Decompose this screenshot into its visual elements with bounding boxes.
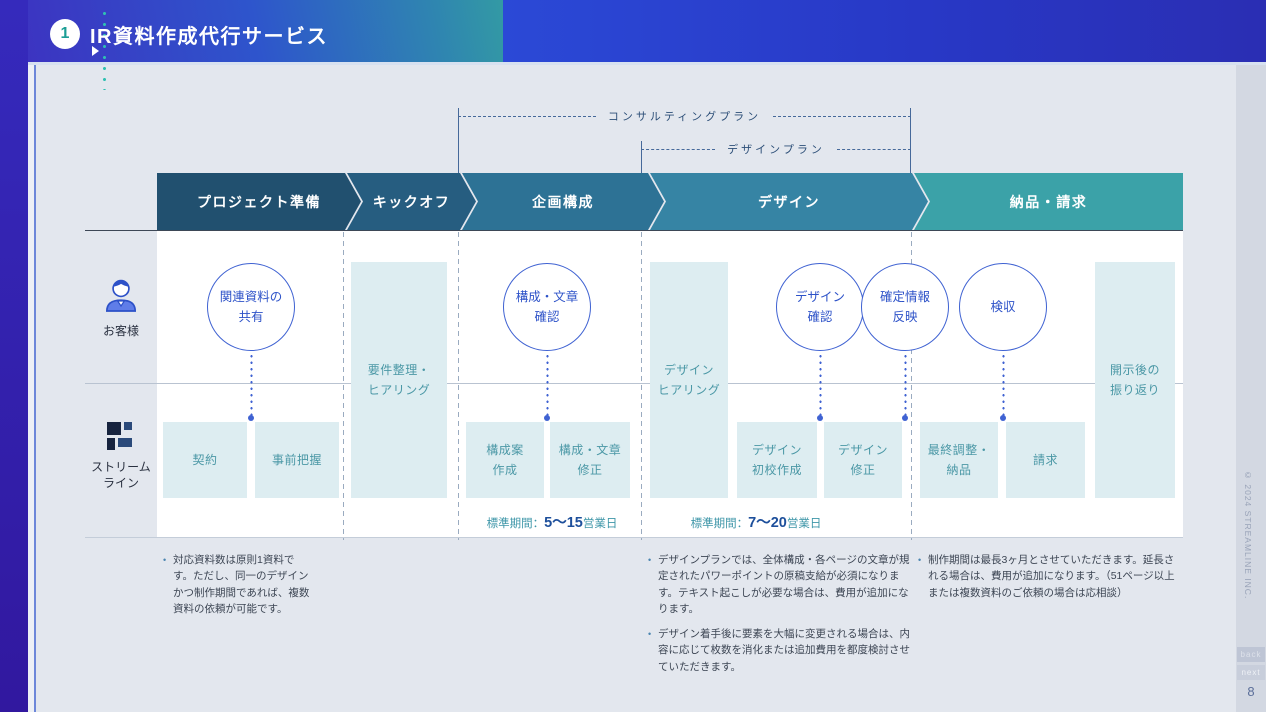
phase-label: プロジェクト準備 [197, 193, 321, 210]
task-post-disclosure-review: 開示後の振り返り [1095, 262, 1175, 498]
lane-customer: お客様 [85, 276, 157, 340]
lane-streamline: ストリーム ライン [85, 420, 157, 491]
lane-customer-label: お客様 [102, 324, 139, 338]
divider-top [85, 230, 1183, 231]
phase-planning: 企画構成 [462, 173, 664, 230]
note-text: デザイン着手後に要素を大幅に変更される場合は、内容に応じて枚数を消化または追加費… [658, 628, 910, 673]
lane-streamline-line1: ストリーム [91, 460, 151, 474]
task-requirements-hearing: 要件整理・ヒアリング [351, 262, 447, 498]
header-underline [28, 62, 1266, 65]
customer-step-final-info: 確定情報反映 [861, 263, 949, 351]
next-button[interactable]: next [1237, 665, 1265, 680]
dotted-line-decoration [103, 8, 106, 90]
page-number: 8 [1247, 684, 1255, 699]
phase-project-preparation: プロジェクト準備 [157, 173, 361, 230]
divider-bottom [85, 537, 1183, 538]
left-accent-line [34, 62, 36, 712]
task-design-revision: デザイン修正 [824, 422, 902, 498]
task-design-first-draft: デザイン初校作成 [737, 422, 817, 498]
bracket-dash [458, 115, 596, 117]
phase-label: 納品・請求 [1009, 193, 1088, 210]
note-bullet: • [918, 555, 922, 565]
connector-line [819, 353, 822, 416]
connector-dot [544, 415, 550, 421]
phase-label: 企画構成 [532, 193, 594, 210]
notes-column-1: • 対応資料数は原則1資料です。ただし、同一のデザインかつ制作期間であれば、複数… [163, 552, 313, 626]
copyright-text: © 2024 STREAMLINE INC. [1243, 470, 1253, 600]
customer-step-share-materials: 関連資料の共有 [207, 263, 295, 351]
lane-divider [85, 383, 1183, 384]
bracket-tick [641, 141, 642, 173]
notes-column-2: • デザインプランでは、全体構成・各ページの文章が規定されたパワーポイントの原稿… [648, 552, 912, 684]
design-plan-bracket: デザインプラン [641, 141, 912, 157]
bracket-dash [836, 148, 912, 150]
phase-label: デザイン [758, 193, 820, 210]
note-bullet: • [163, 555, 167, 565]
note-item: • 対応資料数は原則1資料です。ただし、同一のデザインかつ制作期間であれば、複数… [163, 552, 313, 617]
lane-streamline-label: ストリーム ライン [91, 460, 151, 491]
header-gradient-left [28, 0, 503, 62]
header-banner [28, 0, 1266, 62]
task-prior-understanding: 事前把握 [255, 422, 339, 498]
standard-period-planning: 標準期間：5〜15営業日 [486, 515, 618, 531]
note-text: 対応資料数は原則1資料です。ただし、同一のデザインかつ制作期間であれば、複数資料… [173, 554, 310, 615]
left-accent-bar [0, 0, 28, 712]
phase-kickoff: キックオフ [347, 173, 476, 230]
phase-boundary-line [343, 232, 344, 540]
bracket-dash [641, 148, 716, 150]
customer-step-design-check: デザイン確認 [776, 263, 864, 351]
note-bullet: • [648, 555, 652, 565]
phase-boundary-line [641, 232, 642, 540]
page-title: IR資料作成代行サービス [90, 26, 328, 48]
task-contract: 契約 [163, 422, 247, 498]
connector-line [250, 353, 253, 416]
connector-line [546, 353, 549, 416]
phase-delivery-billing: 納品・請求 [914, 173, 1183, 230]
task-final-adjust-delivery: 最終調整・納品 [920, 422, 998, 498]
customer-person-icon [105, 279, 137, 312]
header-gradient-right [503, 0, 1266, 62]
customer-step-acceptance: 検収 [959, 263, 1047, 351]
phase-design: デザイン [650, 173, 928, 230]
left-gap [28, 62, 34, 712]
connector-dot [902, 415, 908, 421]
connector-line [904, 353, 907, 416]
note-text: デザインプランでは、全体構成・各ページの文章が規定されたパワーポイントの原稿支給… [658, 554, 910, 615]
task-billing: 請求 [1006, 422, 1085, 498]
connector-dot [817, 415, 823, 421]
section-number-badge: 1 [50, 19, 80, 49]
phase-label: キックオフ [372, 193, 451, 210]
task-structure-revision: 構成・文章修正 [550, 422, 630, 498]
streamline-logo-icon [107, 422, 132, 450]
task-draft-structure: 構成案作成 [466, 422, 544, 498]
connector-dot [248, 415, 254, 421]
note-item: • 制作期間は最長3ヶ月とさせていただきます。延長される場合は、費用が追加になり… [918, 552, 1182, 601]
bracket-tick [458, 108, 459, 173]
lane-streamline-line2: ライン [102, 475, 139, 490]
phase-boundary-line [911, 232, 912, 540]
task-design-hearing: デザインヒアリング [650, 262, 728, 498]
bracket-tick [910, 108, 911, 173]
phase-boundary-line [458, 232, 459, 540]
note-bullet: • [648, 629, 652, 640]
note-item: • デザインプランでは、全体構成・各ページの文章が規定されたパワーポイントの原稿… [648, 552, 912, 617]
customer-step-structure-check: 構成・文章確認 [503, 263, 591, 351]
standard-period-design: 標準期間：7〜20営業日 [690, 515, 822, 531]
consulting-plan-bracket: コンサルティングプラン [458, 108, 911, 124]
design-plan-label: デザインプラン [727, 144, 825, 156]
notes-column-3: • 制作期間は最長3ヶ月とさせていただきます。延長される場合は、費用が追加になり… [918, 552, 1182, 610]
connector-line [1002, 353, 1005, 416]
bracket-dash [773, 115, 911, 117]
consulting-plan-label: コンサルティングプラン [607, 111, 762, 123]
arrow-right-icon [92, 46, 99, 56]
right-sidebar [1236, 65, 1266, 712]
connector-dot [1000, 415, 1006, 421]
note-item: • デザイン着手後に要素を大幅に変更される場合は、内容に応じて枚数を消化または追… [648, 626, 912, 675]
note-text: 制作期間は最長3ヶ月とさせていただきます。延長される場合は、費用が追加になります… [928, 554, 1175, 599]
back-button[interactable]: back [1237, 647, 1265, 662]
